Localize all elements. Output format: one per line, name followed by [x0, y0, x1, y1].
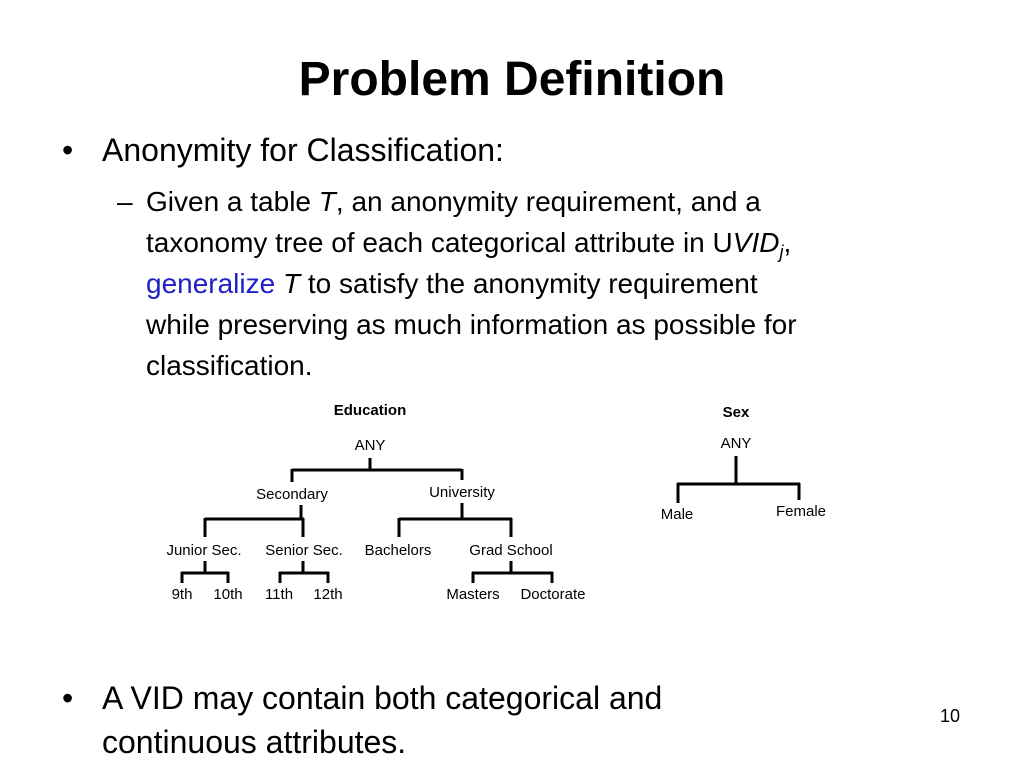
- education-header: Education: [334, 402, 407, 419]
- node-male: Male: [661, 506, 694, 523]
- node-9th: 9th: [172, 586, 193, 603]
- page-number: 10: [940, 706, 961, 726]
- node-junior-sec: Junior Sec.: [166, 542, 241, 559]
- bullet-dot: •: [62, 132, 74, 168]
- education-root: ANY: [355, 437, 386, 454]
- sub-bullet-text: Given a table T, an anonymity requiremen…: [146, 181, 797, 386]
- generalize-link: generalize: [146, 268, 276, 299]
- education-tree: Education ANY Secondary University Junio…: [166, 402, 585, 603]
- node-bachelors: Bachelors: [365, 542, 432, 559]
- node-senior-sec: Senior Sec.: [265, 542, 343, 559]
- node-12th: 12th: [313, 586, 342, 603]
- node-11th: 11th: [265, 586, 293, 603]
- node-female: Female: [776, 503, 826, 520]
- bullet-text: A VID may contain both categorical and c…: [102, 680, 663, 760]
- node-university: University: [429, 484, 495, 501]
- bullet-text: Anonymity for Classification:: [102, 132, 504, 168]
- definition-line-1: Given a table T, an anonymity requiremen…: [146, 186, 761, 217]
- definition-line-5: classification.: [146, 350, 313, 381]
- node-10th: 10th: [213, 586, 242, 603]
- definition-line-3: generalize T to satisfy the anonymity re…: [146, 268, 758, 299]
- slide-title: Problem Definition: [298, 53, 726, 106]
- sex-header: Sex: [723, 404, 750, 421]
- definition-line-2: taxonomy tree of each categorical attrib…: [146, 227, 792, 262]
- definition-line-4: while preserving as much information as …: [146, 309, 797, 340]
- sex-root: ANY: [721, 435, 752, 452]
- sub-bullet-dash: –: [117, 186, 133, 217]
- node-masters: Masters: [446, 586, 499, 603]
- bullet-dot: •: [62, 680, 74, 716]
- node-doctorate: Doctorate: [520, 586, 585, 603]
- node-secondary: Secondary: [256, 486, 328, 503]
- node-grad-school: Grad School: [469, 542, 552, 559]
- sex-tree: Sex ANY Male Female: [661, 404, 826, 523]
